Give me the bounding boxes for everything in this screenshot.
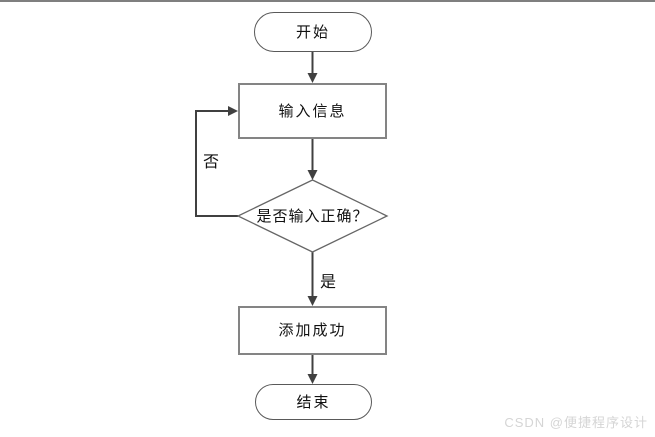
arrowhead-down-icon [307, 170, 318, 180]
node-start: 开始 [254, 12, 372, 52]
arrowhead-right-icon [228, 106, 238, 116]
arrowhead-down-icon [307, 73, 318, 83]
node-decision-label: 是否输入正确？ [256, 207, 369, 225]
edge-decision-loop-no [195, 110, 238, 217]
arrowhead-down-icon [307, 374, 318, 384]
node-input: 输入信息 [238, 83, 387, 139]
watermark: CSDN @便捷程序设计 [504, 415, 648, 430]
node-decision-shape [236, 179, 389, 253]
node-success-label: 添加成功 [278, 321, 347, 339]
node-end: 结束 [255, 384, 372, 420]
edge-label-no: 否 [203, 152, 220, 171]
node-start-label: 开始 [295, 22, 330, 41]
node-input-label: 输入信息 [278, 101, 347, 120]
node-success: 添加成功 [238, 306, 387, 355]
node-end-label: 结束 [296, 392, 331, 411]
arrowhead-down-icon [307, 296, 318, 306]
edge-label-yes: 是 [320, 272, 337, 291]
